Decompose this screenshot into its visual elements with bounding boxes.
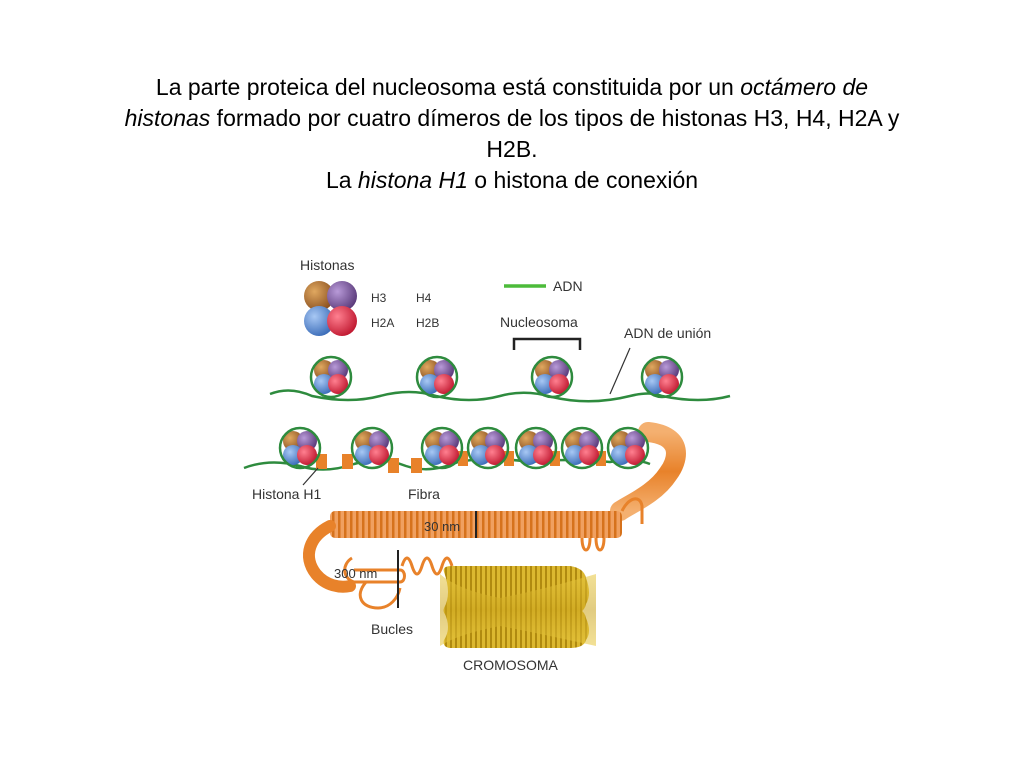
chromosome-centromere-shade	[440, 574, 596, 646]
nucleosome	[280, 428, 320, 468]
caption-text: La parte proteica del nucleosoma está co…	[40, 72, 984, 196]
nucleosoma-label: Nucleosoma	[500, 314, 578, 330]
caption-line-1: La parte proteica del nucleosoma está co…	[40, 72, 984, 103]
nucleosome	[516, 428, 556, 468]
caption-italic: histonas	[124, 105, 211, 131]
h2b-label: H2B	[416, 316, 439, 330]
histone-octamer-legend-icon	[304, 281, 357, 336]
histona-h1-label: Histona H1	[252, 486, 321, 502]
nucleosome	[608, 428, 648, 468]
nm300-label: 300 nm	[334, 566, 377, 581]
adn-union-label: ADN de unión	[624, 325, 711, 341]
h3-label: H3	[371, 291, 387, 305]
fiber-loop	[620, 497, 644, 524]
caption-text-part: La parte proteica del nucleosoma está co…	[155, 74, 741, 100]
nucleosome	[562, 428, 602, 468]
caption-text-part: H2B.	[486, 136, 538, 162]
histona-h1-pointer	[302, 467, 319, 486]
fiber-loop	[358, 581, 402, 610]
fibra-label: Fibra	[408, 486, 440, 502]
nucleosome	[352, 428, 392, 468]
nucleosome	[422, 428, 462, 468]
nucleosome	[311, 357, 351, 397]
fiber-loop	[580, 537, 606, 552]
bucles-label: Bucles	[371, 621, 413, 637]
caption-line-4: La histona H1 o histona de conexión	[40, 165, 984, 196]
h2a-label: H2A	[371, 316, 394, 330]
adn-union-pointer	[609, 347, 631, 395]
histone-h1-block	[316, 451, 606, 473]
chromatin-diagram: Histonas H3 H4 H2A H2B ADN Nucleosoma AD…	[230, 236, 756, 686]
cromosoma-label: CROMOSOMA	[463, 657, 559, 673]
caption-text-part: o histona de conexión	[467, 167, 699, 193]
fiber-loop	[343, 556, 406, 584]
nucleosome	[642, 357, 682, 397]
h4-label: H4	[416, 291, 432, 305]
nucleosome	[468, 428, 508, 468]
caption-italic: histona H1	[357, 167, 468, 193]
dna-strand-row1	[269, 389, 731, 403]
caption-line-3: H2B.	[40, 134, 984, 165]
adn-label: ADN	[553, 278, 583, 294]
caption-text-part: La	[325, 167, 358, 193]
caption-text-part: formado por cuatro dímeros de los tipos …	[210, 105, 900, 131]
nucleosome-bracket	[512, 337, 582, 350]
histonas-label: Histonas	[300, 257, 354, 273]
fiber-curl-left	[302, 520, 356, 593]
fiber-coil-bend	[610, 422, 686, 521]
caption-line-2: histonas formado por cuatro dímeros de l…	[40, 103, 984, 134]
nucleosome	[417, 357, 457, 397]
nucleosome	[532, 357, 572, 397]
chromatin-diagram-svg: Histonas H3 H4 H2A H2B ADN Nucleosoma AD…	[243, 257, 731, 673]
nm30-label: 30 nm	[424, 519, 460, 534]
fiber-loop	[400, 556, 454, 576]
caption-italic: octámero de	[740, 74, 869, 100]
